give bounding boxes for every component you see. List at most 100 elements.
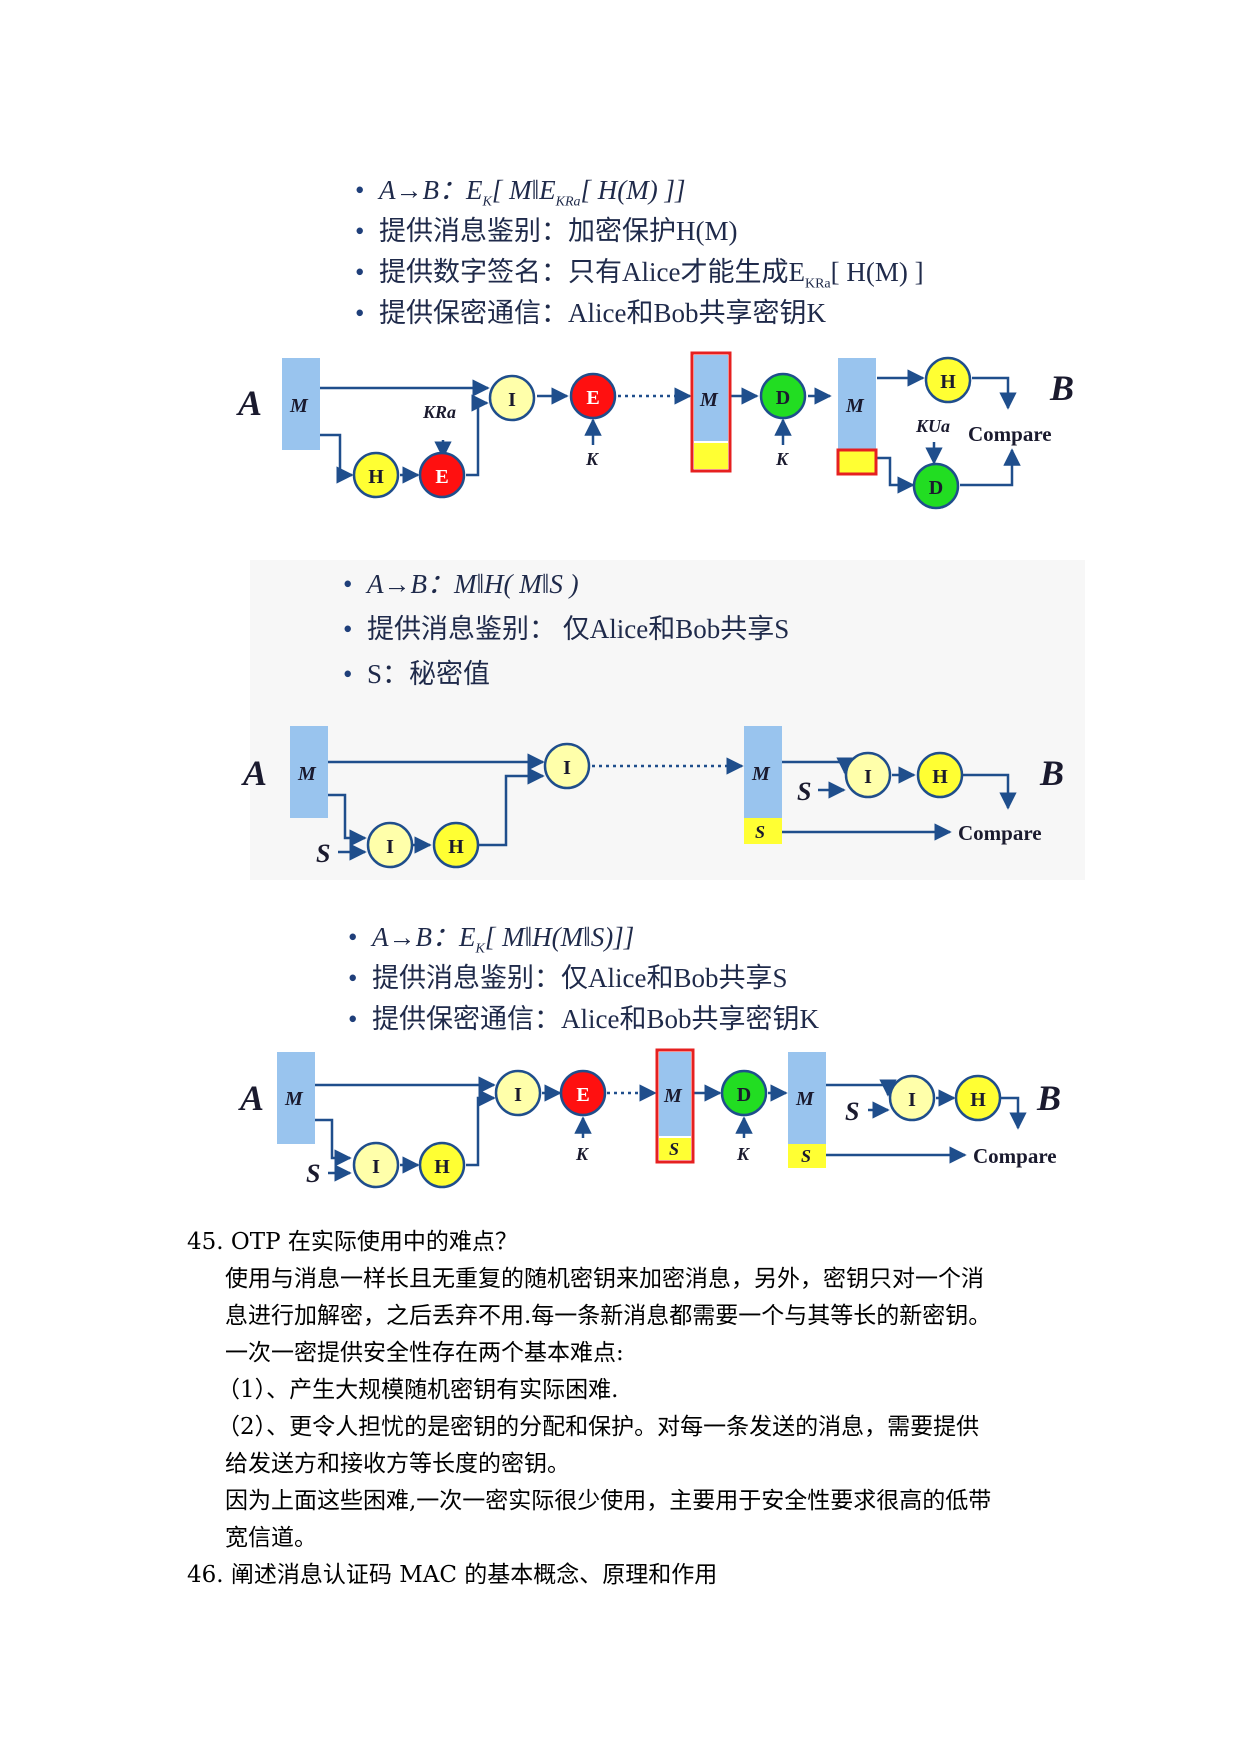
message-box: [788, 1052, 826, 1144]
concat-node: [844, 751, 892, 799]
secret-label: S: [306, 1159, 320, 1188]
arrow: [972, 376, 1017, 410]
bullet-row: • 提供消息鉴别：加密保护H(M): [355, 209, 738, 248]
message-box: [659, 1052, 691, 1136]
key-label: K: [736, 1144, 751, 1164]
secret-label: S: [755, 822, 765, 842]
bullet-text: 提供保密通信：Alice和Bob共享密钥K: [379, 298, 826, 328]
message-label: M: [297, 763, 317, 785]
hash-symbol: H: [368, 466, 384, 488]
question-45: 45. OTP 在实际使用中的难点？: [187, 1229, 518, 1255]
received-box: [690, 351, 732, 473]
message-box: [694, 355, 728, 441]
arrow: [960, 448, 1021, 487]
hash-symbol: H: [448, 836, 464, 858]
bullet-sub: KRa: [804, 276, 831, 292]
decrypt-symbol: D: [929, 477, 943, 499]
answer-line: （1）、产生大规模随机密钥有实际困难.: [217, 1377, 619, 1403]
diagram-3: [315, 1076, 1027, 1182]
key-label: KUa: [915, 416, 950, 436]
encrypt-node: [418, 451, 466, 499]
answer-line: 因为上面这些困难,一次一密实际很少使用，主要用于安全性要求很高的低带: [225, 1488, 992, 1514]
bullet-text: A→B：M‖H( M‖S ): [367, 569, 579, 599]
bullet-text: 提供消息鉴别：加密保护H(M): [379, 216, 738, 246]
bullet-text: [ H(M) ]]: [580, 175, 686, 205]
bullet-sub: K: [482, 194, 492, 210]
bullet-dot: •: [355, 298, 365, 328]
secret-label: S: [669, 1139, 679, 1159]
hash-symbol: H: [940, 371, 956, 393]
bullet-text: 提供数字签名：只有Alice才能生成E: [379, 257, 805, 287]
diagram-1: [320, 369, 1021, 494]
answer-line: 使用与消息一样长且无重复的随机密钥来加密消息，另外，密钥只对一个消: [225, 1266, 984, 1292]
hash-box: [788, 1144, 826, 1168]
hash-symbol: H: [434, 1156, 450, 1178]
diagram-1-labels: A B M M M H E I E D H D KRa K K KUa Comp…: [236, 368, 1074, 499]
compare-label: Compare: [973, 1144, 1057, 1168]
answer-line: 给发送方和接收方等长度的密钥。: [225, 1451, 570, 1477]
bullet-text: 提供消息鉴别：仅Alice和Bob共享S: [372, 963, 788, 993]
decrypt-node: [720, 1069, 768, 1117]
hash-box: [744, 818, 782, 844]
arrow: [315, 1118, 352, 1167]
answer-line: 宽信道。: [225, 1525, 317, 1551]
diagram-2-shapes: [290, 726, 964, 869]
hash-node: [432, 821, 480, 869]
bullet-text: 提供消息鉴别： 仅Alice和Bob共享S: [367, 614, 790, 644]
hash-box: [836, 448, 878, 476]
message-label: M: [699, 389, 719, 411]
bullet-row: • A→B：M‖H( M‖S ): [343, 562, 579, 601]
bullet-sub: KRa: [555, 194, 581, 210]
bullet-dot: •: [348, 963, 358, 993]
concat-symbol: I: [864, 766, 872, 788]
question-46: 46. 阐述消息认证码 MAC 的基本概念、原理和作用: [187, 1562, 718, 1588]
encrypt-node: [569, 372, 617, 420]
concat-node: [366, 821, 414, 869]
message-box: [838, 358, 876, 450]
diagram-2: [328, 753, 1017, 861]
message-label: M: [284, 1088, 304, 1110]
bullet-text: [ M‖E: [491, 175, 556, 205]
bullet-row: • S：秘密值: [343, 652, 490, 691]
concat-symbol: I: [386, 836, 394, 858]
bullet-row: •提供消息鉴别： 仅Alice和Bob共享S: [343, 607, 789, 646]
secret-label: S: [316, 839, 330, 868]
arrow: [466, 1089, 496, 1167]
arrow: [877, 456, 915, 494]
party-label: A: [236, 383, 262, 423]
hash-symbol: H: [932, 766, 948, 788]
secret-label: S: [797, 777, 811, 806]
bullet-text: [ H(M) ]: [830, 257, 924, 287]
decrypt-node: [759, 372, 807, 420]
hash-box: [659, 1138, 691, 1160]
bullet-dot: •: [355, 216, 365, 246]
key-label: K: [775, 449, 790, 469]
encrypt-symbol: E: [435, 466, 448, 488]
hash-node: [916, 751, 964, 799]
concat-symbol: I: [372, 1156, 380, 1178]
arrow: [320, 433, 354, 484]
answer-line: 一次一密提供安全性存在两个基本难点:: [225, 1340, 624, 1366]
concat-symbol: I: [908, 1089, 916, 1111]
concat-node: [888, 1074, 936, 1122]
received-box: [655, 1048, 695, 1164]
key-label: KRa: [422, 402, 456, 422]
concat-symbol: I: [514, 1084, 522, 1106]
bullet-dot: •: [343, 569, 353, 599]
message-box: [277, 1052, 315, 1144]
message-label: M: [751, 763, 771, 785]
message-label: M: [663, 1085, 683, 1107]
diagram-3-labels: A B M M M S S S S I H I E D I H K K Comp…: [238, 1078, 1061, 1188]
answer-line: （2）、更令人担忧的是密钥的分配和保护。对每一条发送的消息，需要提供: [217, 1414, 980, 1440]
bullet-row: •A→B：EK[ M‖H(M‖S)]]: [348, 915, 634, 957]
secret-label: S: [801, 1146, 811, 1166]
bullet-dot: •: [355, 257, 365, 287]
bullet-text: S：秘密值: [367, 659, 491, 689]
party-label: B: [1036, 1078, 1061, 1118]
encrypt-symbol: E: [586, 387, 599, 409]
bullet-dot: •: [343, 659, 353, 689]
hash-node: [924, 356, 972, 404]
diagram-3-shapes: [277, 1048, 1002, 1189]
concat-node: [494, 1069, 542, 1117]
